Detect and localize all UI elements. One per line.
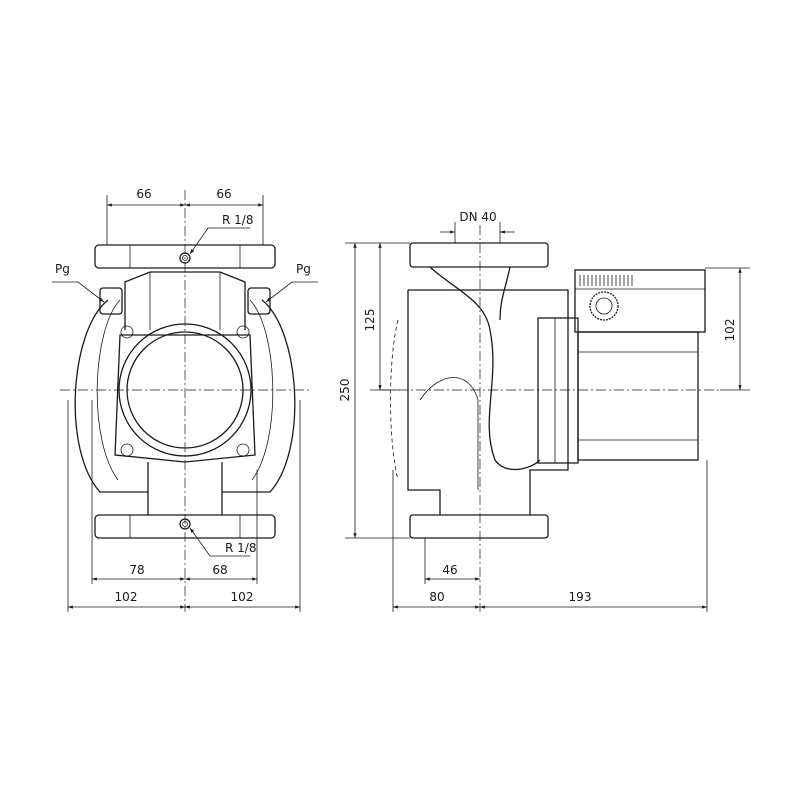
- dim-bottom-left-inner: 78: [129, 563, 144, 577]
- dim-height-half: 125: [363, 309, 377, 332]
- speed-selector-knob-icon: [589, 291, 619, 321]
- dim-bottom-inner: 46: [442, 563, 457, 577]
- top-flange: [94, 244, 276, 269]
- front-view: 66 66 R 1/8 R 1/8 Pg Pg 78 68 102 102: [52, 187, 318, 612]
- thread-label-bottom: R 1/8: [225, 541, 256, 555]
- dim-bottom-right: 193: [569, 590, 592, 604]
- motor-housing: [577, 331, 699, 461]
- dim-top-right: 66: [216, 187, 231, 201]
- dim-bottom-right-outer: 102: [231, 590, 254, 604]
- side-view: DN 40 250 125 102 46 80 193: [338, 210, 750, 612]
- nominal-diameter-label: DN 40: [459, 210, 496, 224]
- side-top-flange: [409, 242, 549, 268]
- cable-gland-label-left: Pg: [55, 262, 70, 276]
- bottom-flange: [94, 514, 276, 539]
- cable-gland-label-right: Pg: [296, 262, 311, 276]
- dim-motor-height: 102: [723, 319, 737, 342]
- dim-top-left: 66: [136, 187, 151, 201]
- cooling-fins: [579, 275, 633, 286]
- dim-bottom-left-outer: 102: [115, 590, 138, 604]
- dim-bottom-left: 80: [429, 590, 444, 604]
- dim-height-total: 250: [338, 379, 352, 402]
- terminal-box: [574, 269, 706, 333]
- side-bottom-flange: [409, 514, 549, 539]
- dim-bottom-right-inner: 68: [212, 563, 227, 577]
- thread-label-top: R 1/8: [222, 213, 253, 227]
